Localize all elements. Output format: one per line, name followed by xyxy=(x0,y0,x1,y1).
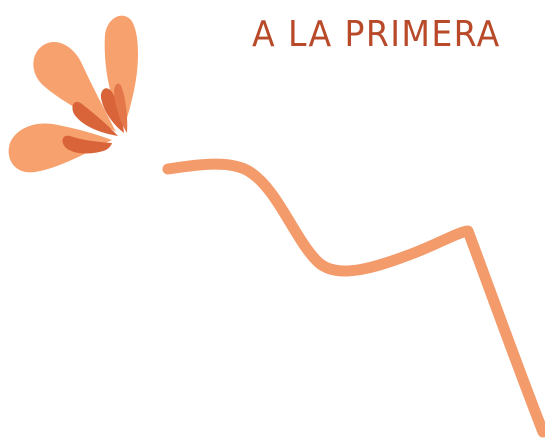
petal-inner-mid xyxy=(72,101,118,136)
petal-lower-left xyxy=(8,123,112,173)
wavy-line-stroke xyxy=(162,158,545,438)
page-title: A LA PRIMERA xyxy=(252,14,501,55)
petal-upper-left xyxy=(33,42,116,132)
flower-splash-icon xyxy=(8,15,139,173)
petal-inner-right xyxy=(114,83,128,133)
petal-inner-upper xyxy=(100,88,124,133)
petal-inner-lower xyxy=(62,135,112,154)
